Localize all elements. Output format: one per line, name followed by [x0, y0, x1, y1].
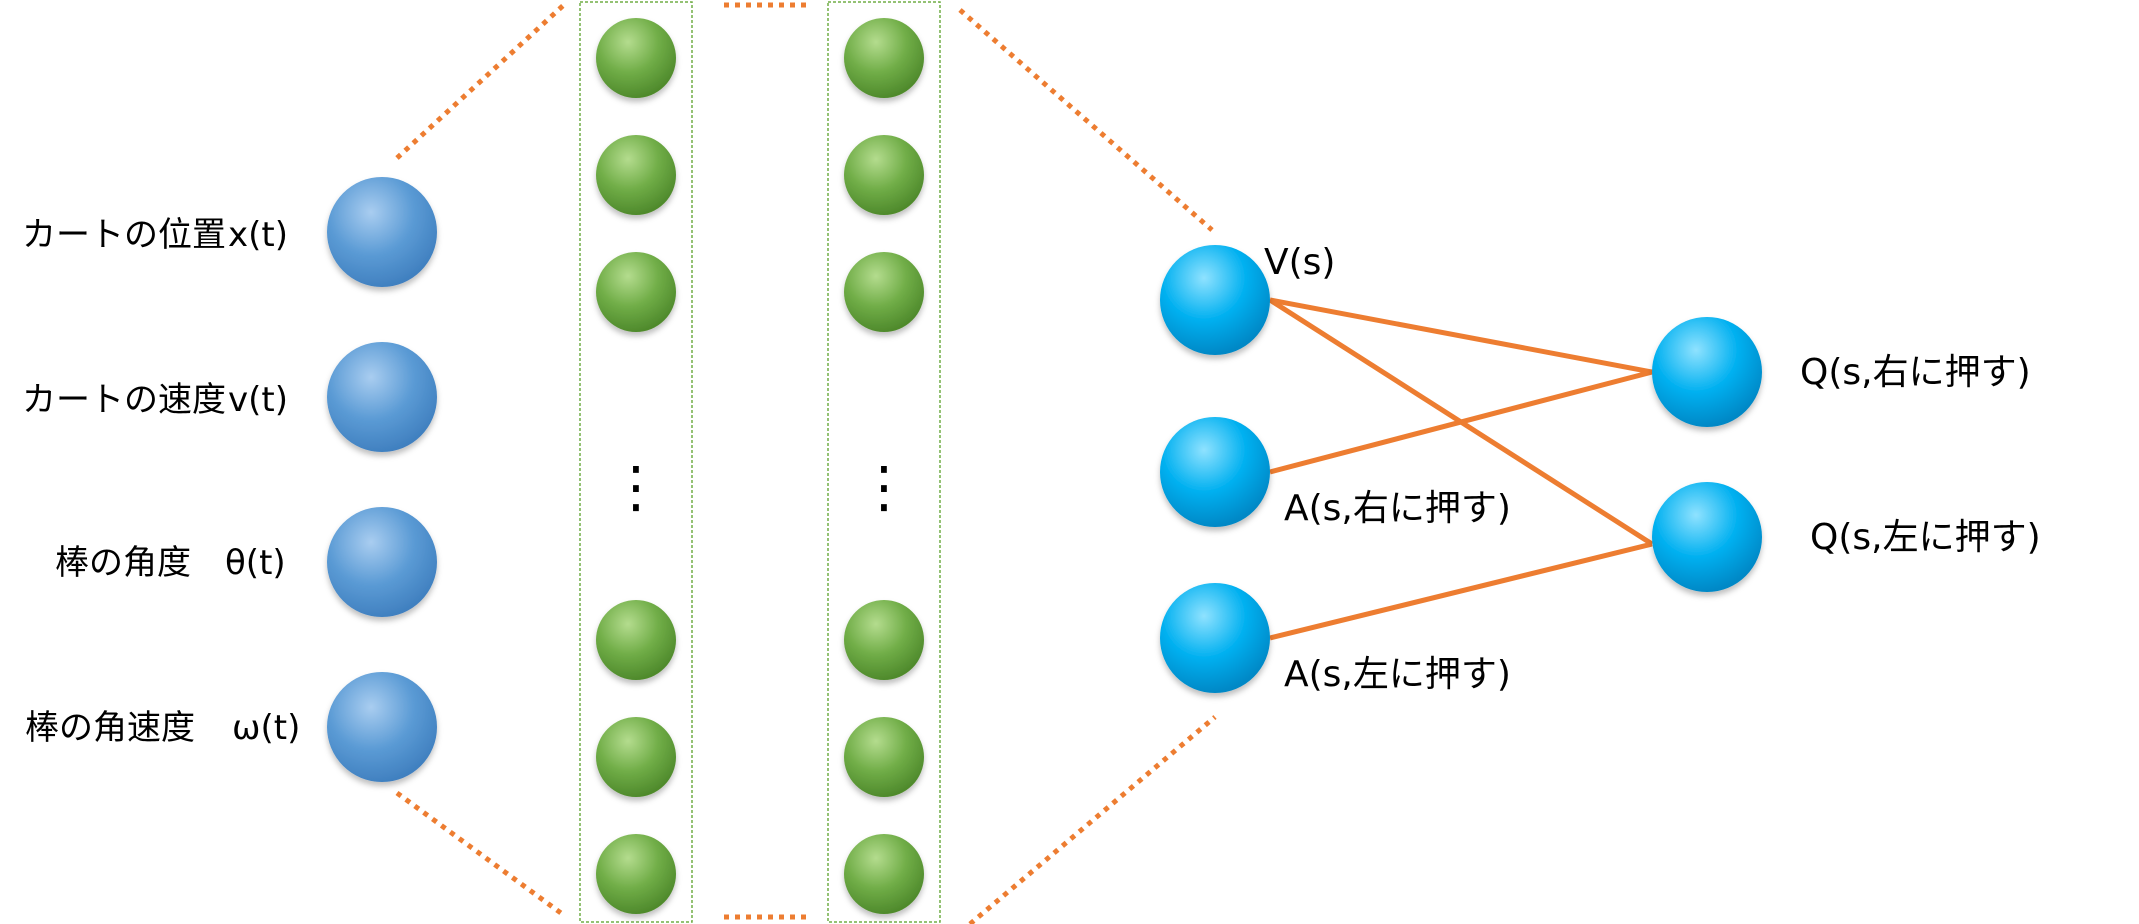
hidden-layer-2-box: [827, 1, 941, 923]
hidden-node: [596, 18, 676, 98]
input-labels: カートの位置 x(t) カートの速度 v(t) 棒の角度 θ(t) 棒の角速度 …: [22, 215, 300, 748]
advantage-left-node: [1160, 583, 1270, 693]
bracket-bottom-left: [395, 790, 567, 919]
pole-angle-variable: θ(t): [225, 543, 286, 583]
pole-angular-velocity-variable: ω(t): [232, 708, 300, 748]
hidden-layer-1: [596, 18, 676, 914]
edge-a-left-to-q-left: [1269, 541, 1653, 641]
hidden-node: [596, 717, 676, 797]
hidden-node: [596, 252, 676, 332]
advantage-left-label: A(s,左に押す): [1284, 654, 1511, 695]
cart-position-variable: x(t): [228, 215, 288, 255]
hidden-node: [844, 834, 924, 914]
edge-a-right-to-q-right: [1269, 369, 1653, 475]
hidden-layer-1-box: [579, 1, 693, 923]
dueling-labels: V(s) A(s,右に押す) A(s,左に押す) Q(s,右に押す) Q(s,左…: [1264, 242, 2041, 695]
bracket-top-right: [958, 8, 1214, 232]
hidden-layer-1-ellipsis: ⋮: [608, 455, 664, 520]
dueling-head: [1160, 245, 1762, 693]
hidden-node: [844, 600, 924, 680]
cart-velocity-variable: v(t): [228, 380, 288, 420]
value-node: [1160, 245, 1270, 355]
q-right-node: [1652, 317, 1762, 427]
hidden-layer-2: [844, 18, 924, 914]
input-node-angular-velocity: [327, 672, 437, 782]
bracket-top-left: [395, 0, 569, 160]
advantage-right-label: A(s,右に押す): [1284, 488, 1511, 529]
hidden-node: [844, 717, 924, 797]
advantage-right-node: [1160, 417, 1270, 527]
q-right-label: Q(s,右に押す): [1800, 352, 2031, 393]
bracket-bottom-right: [968, 715, 1217, 924]
cart-velocity-label: カートの速度: [22, 380, 226, 420]
value-label: V(s): [1264, 242, 1335, 283]
dueling-connections: [1268, 297, 1654, 641]
input-node-velocity: [327, 342, 437, 452]
hidden-node: [844, 252, 924, 332]
input-layer: [327, 177, 437, 782]
q-left-node: [1652, 482, 1762, 592]
pole-angle-label: 棒の角度: [55, 543, 191, 583]
hidden-node: [596, 600, 676, 680]
pole-angular-velocity-label: 棒の角速度: [25, 708, 195, 748]
edge-v-to-q-right: [1269, 297, 1653, 375]
hidden-layer-2-ellipsis: ⋮: [856, 455, 912, 520]
hidden-node: [844, 18, 924, 98]
cart-position-label: カートの位置: [22, 215, 226, 255]
layer-connection-bracket: [395, 0, 1217, 924]
q-left-label: Q(s,左に押す): [1810, 517, 2041, 558]
input-node-position: [327, 177, 437, 287]
hidden-node: [596, 135, 676, 215]
input-node-angle: [327, 507, 437, 617]
hidden-node: [844, 135, 924, 215]
hidden-node: [596, 834, 676, 914]
